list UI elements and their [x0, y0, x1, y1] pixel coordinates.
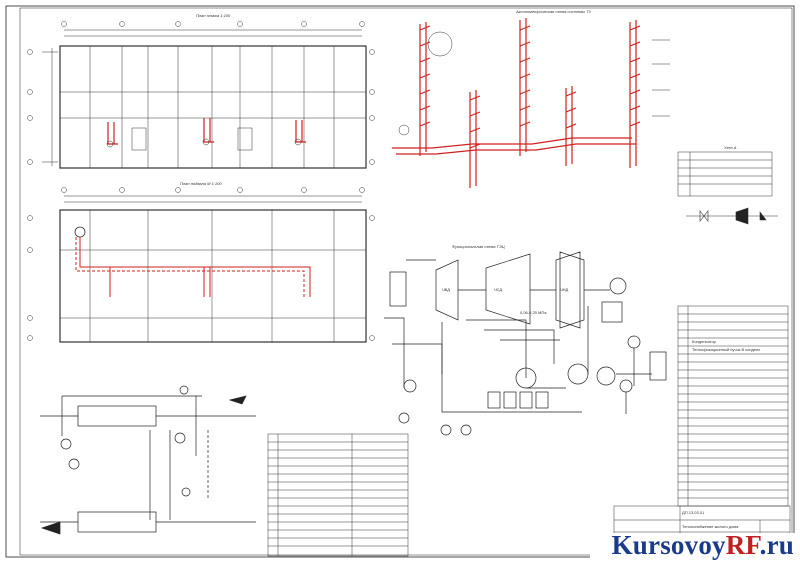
node-a-table: [677, 151, 773, 197]
spec-table-right: [677, 305, 789, 507]
stamp-title: Теплоснабжение жилого дома: [682, 524, 739, 529]
turbine-mp-label: ЧСД: [494, 287, 503, 292]
heat-point-scheme: [40, 385, 256, 535]
node-a-title: Узел А: [724, 145, 737, 150]
heating-mains-basement: [75, 237, 311, 297]
turbine-lp-label: ЧНД: [560, 287, 569, 292]
title-block: [613, 505, 791, 557]
spec-row-condenser: Конденсатор: [692, 339, 716, 344]
turbine-hp-label: ЧВД: [442, 287, 450, 292]
spec-row-heater: Теплофикационный пучок В конденс: [692, 347, 761, 352]
watermark-background: [590, 533, 800, 563]
sheet-frame: [5, 5, 795, 558]
node-a-symbol: [686, 207, 778, 225]
axonometric-scheme: [392, 18, 641, 188]
pressure-label: 0,06-0,25 МПа: [520, 310, 547, 315]
axonometric-title: Аксонометрическая схема системы Т3: [516, 9, 591, 14]
functional-title: Функциональная схема ТЭЦ: [452, 244, 505, 249]
plan-basement-title: План подвала М 1:100: [180, 181, 222, 186]
watermark-logo: KursovoyRF.ru: [611, 530, 794, 560]
floor-plan-top: [27, 21, 375, 169]
functional-scheme: [384, 251, 667, 436]
heating-risers-top: [107, 118, 306, 145]
basement-plan: [27, 187, 375, 343]
spec-table-center: [267, 433, 409, 557]
plan-top-title: План этажа 1:100: [196, 13, 231, 18]
stamp-doc-code: ДП.13.03.01: [682, 510, 705, 515]
sheet-inner-frame: [19, 7, 793, 556]
